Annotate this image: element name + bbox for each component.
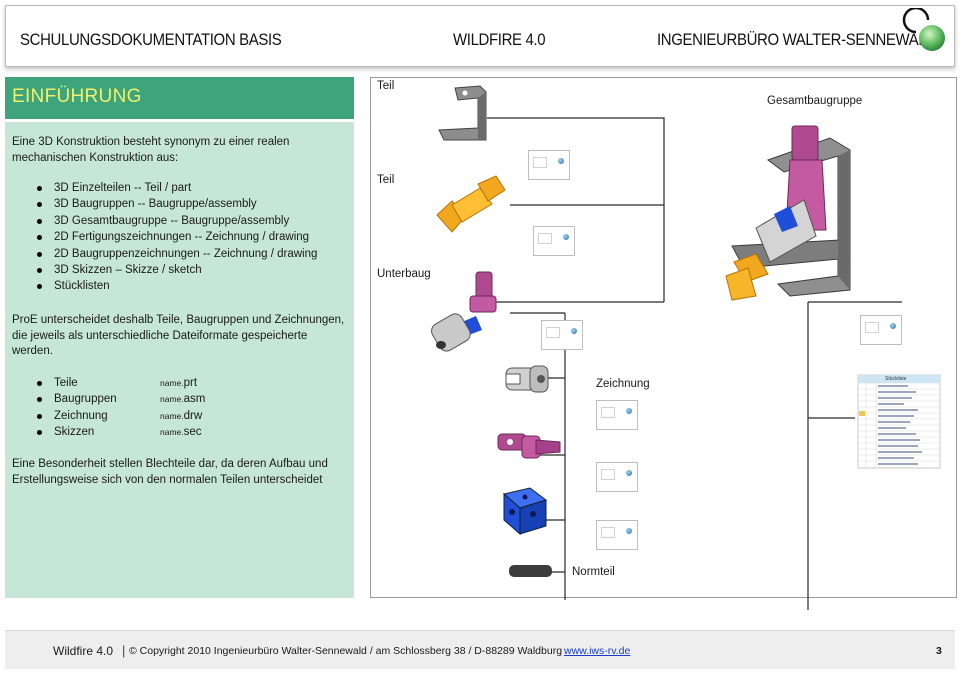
drawing-thumbnail [596,400,638,430]
drawing-thumbnail [528,150,570,180]
bom-sheet-icon [857,374,941,469]
drawing-thumbnail [860,315,902,345]
section-title: EINFÜHRUNG [12,86,142,107]
file-type-label: Skizzen [54,426,95,439]
list-item: Stücklisten [12,278,317,294]
list-item: 2D Baugruppenzeichnungen -- Zeichnung / … [12,246,317,262]
pink-fork-part-icon [497,433,561,459]
component-list: 3D Einzelteilen -- Teil / part 3D Baugru… [12,180,317,295]
drawing-thumbnail [596,462,638,492]
file-extension: name.asm [160,393,206,406]
footer-product: Wildfire 4.0 [53,644,114,658]
label-unterbaugruppe: Unterbaug [377,268,431,280]
footer-bar: Wildfire 4.0 | © Copyright 2010 Ingenieu… [5,630,955,669]
sheet-metal-paragraph: Eine Besonderheit stellen Blechteile dar… [12,458,328,486]
label-normteil: Normteil [572,566,615,578]
label-gesamtbaugruppe: Gesamtbaugruppe [767,95,863,107]
page-number: 3 [936,645,942,657]
company-logo-icon [902,8,945,51]
file-format-paragraph: ProE unterscheidet deshalb Teile, Baugru… [12,314,345,357]
label-zeichnung: Zeichnung [596,378,650,390]
list-item: 2D Fertigungszeichnungen -- Zeichnung / … [12,229,317,245]
file-extension: name.prt [160,377,198,389]
drawing-thumbnail [541,320,583,350]
full-assembly-icon [725,125,851,301]
file-type-label: Baugruppen [54,393,117,406]
label-teil: Teil [377,174,395,186]
bom-title: Stückliste [885,376,907,382]
label-teil: Teil [377,80,395,92]
footer-website-link[interactable]: www.iws-rv.de [564,645,631,657]
shaft-part-icon [436,175,506,233]
list-item: Skizzen name.sec [12,424,202,440]
header-bar: SCHULUNGSDOKUMENTATION BASIS WILDFIRE 4.… [5,5,955,67]
file-extension: name.sec [160,426,202,439]
list-item: 3D Skizzen – Skizze / sketch [12,262,317,278]
footer-copyright: © Copyright 2010 Ingenieurbüro Walter-Se… [129,645,563,657]
fork-part-icon [505,365,549,393]
list-item: 3D Einzelteilen -- Teil / part [12,180,317,196]
bracket-part-icon [438,85,487,141]
list-item: Teile name.prt [12,375,197,391]
list-item: 3D Baugruppen -- Baugruppe/assembly [12,196,317,212]
file-extension: name.drw [160,409,203,422]
drawing-thumbnail [533,226,575,256]
left-text-panel: Eine 3D Konstruktion besteht synonym zu … [5,122,354,598]
cube-part-icon [502,487,548,536]
joint-subassembly-icon [431,271,497,352]
footer-separator: | [122,643,126,658]
header-title-center: WILDFIRE 4.0 [453,30,546,49]
header-title-right: INGENIEURBÜRO WALTER-SENNEWALD [657,30,937,49]
file-type-list: Teile name.prt Baugruppen name.asm Zeichnu… [12,375,205,441]
list-item: Zeichnung name.drw [12,408,202,424]
file-type-label: Teile [54,377,78,389]
section-title-bar: EINFÜHRUNG [5,77,354,119]
intro-paragraph: Eine 3D Konstruktion besteht synonym zu … [12,136,290,164]
file-type-label: Zeichnung [54,409,108,422]
list-item: Baugruppen name.asm [12,391,205,407]
pin-part-icon [509,565,552,577]
list-item: 3D Gesamtbaugruppe -- Baugruppe/assembly [12,213,317,229]
header-title-left: SCHULUNGSDOKUMENTATION BASIS [20,30,282,49]
drawing-thumbnail [596,520,638,550]
